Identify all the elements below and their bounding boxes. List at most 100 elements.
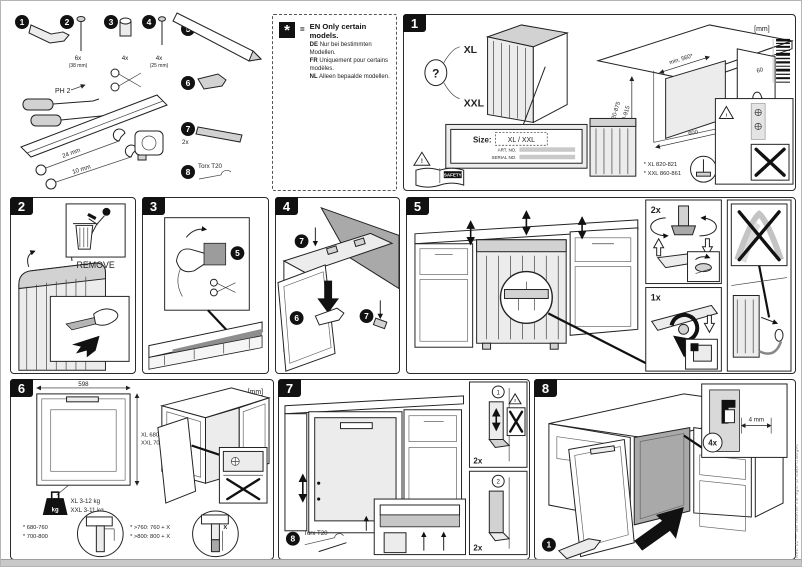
- remove-symbol: REMOVE: [65, 203, 126, 270]
- part-badge: 7: [186, 124, 191, 134]
- step-number-badge: 1: [403, 14, 426, 32]
- sequence-badge: 2: [497, 479, 501, 486]
- fixing-detail-inset: [218, 446, 268, 504]
- footnote-xl: * XL 820-821: [644, 162, 677, 168]
- equals-sign: =: [300, 25, 305, 34]
- parts-overview: 1 2 6x (38 mm) 3 4x 4 4x: [7, 7, 265, 193]
- front-door-panel: [277, 264, 336, 372]
- extension-note-2: * >800: 800 + X: [130, 534, 170, 540]
- built-in-dishwasher-small: [589, 117, 637, 177]
- bracket-icon: [195, 126, 243, 143]
- step-3-panel: 3 5: [142, 197, 269, 374]
- models-note-box: * = EN Only certain models. DE Nur bei b…: [272, 14, 397, 191]
- step-7-illustration: 8 Torx T20 1 ! 2x 2: [284, 381, 528, 556]
- foot-bolt: [678, 205, 690, 227]
- clip-gap-inset: 4 mm 4x: [701, 383, 788, 458]
- rear-foot-adjust-inset: 1x: [645, 287, 722, 372]
- part-badge: 8: [291, 534, 296, 544]
- step-number-badge: 2: [10, 197, 33, 215]
- door-handle: [66, 396, 99, 403]
- x-extension-label: X: [223, 525, 227, 531]
- rating-plate: Size: XL / XXL ART. NO. SERIAL NO.: [445, 123, 588, 169]
- part-7-brackets: 7 2x: [181, 122, 243, 146]
- step-5-illustration: 2x 1x: [414, 199, 792, 372]
- step-number-badge: 3: [142, 197, 165, 215]
- rotate-arrow: [650, 217, 669, 239]
- part-6-wedge: 6: [181, 73, 227, 90]
- part-badge: 3: [109, 17, 114, 27]
- part-badge: 6: [294, 313, 299, 323]
- hose-routing-inset: [726, 199, 792, 372]
- unit-label: [mm]: [248, 389, 263, 396]
- niche-dimensions-drawing: XL 820-875 XXL 860-915 min. 560* 600 131…: [589, 24, 794, 185]
- step-3-illustration: 5: [148, 217, 263, 370]
- panel-extension-inset: X: [192, 510, 239, 558]
- qty-label: 2x: [182, 139, 189, 146]
- door-weight-xl: XL 3-12 kg: [71, 498, 101, 505]
- size-field-label: Size:: [473, 135, 492, 144]
- motor-box-detail: [690, 343, 712, 362]
- fixing-bracket: [488, 490, 504, 534]
- niche-width: 600: [688, 129, 699, 137]
- note-text: Alleen bepaalde modellen.: [319, 74, 390, 81]
- part-badge: 1: [547, 540, 552, 550]
- up-arrow-outline: [652, 237, 665, 257]
- note-line-de: DE Nur bei bestimmten Modellen.: [310, 41, 390, 57]
- step-number-badge: 7: [278, 379, 301, 397]
- qty-label: 2x: [473, 544, 482, 553]
- step-1-illustration: ? XL XXL Size: XL / XXL ART. NO.: [413, 24, 794, 188]
- screw-icon: [76, 16, 86, 22]
- note-line-nl: NL Alleen bepaalde modellen.: [310, 73, 390, 81]
- wrench-detail: [694, 253, 712, 274]
- step-2-illustration: REMOVE: [18, 203, 130, 371]
- step-4-panel: 4 7 6 7: [275, 197, 400, 374]
- screwdriver-icon: [22, 98, 100, 111]
- note-line-fr: FR Uniquement pour certains modèles.: [310, 57, 390, 73]
- footnote-xxl: * XXL 860-861: [644, 171, 681, 177]
- note-lines: EN Only certain models. DE Nur bei besti…: [310, 22, 390, 81]
- step-7-panel: 7: [278, 379, 530, 560]
- part-2-screws-38mm: 2 6x (38 mm): [60, 15, 88, 69]
- door-width: 598: [78, 381, 89, 388]
- torx-label: Torx T20: [304, 530, 328, 537]
- part-badge: 2: [65, 17, 70, 27]
- step-8-panel: 8 1: [534, 379, 796, 560]
- safety-label: SAFETY: [444, 172, 462, 177]
- torx-key-icon: [198, 170, 232, 180]
- warning-triangle-icon: [413, 151, 431, 166]
- hose-hole: [774, 328, 784, 342]
- bracket-right: 7: [359, 300, 388, 330]
- xl-label: XL: [464, 45, 478, 56]
- step-8-illustration: 1 4 mm 4x: [541, 383, 788, 560]
- note-line-en: EN Only certain models.: [310, 22, 390, 41]
- strip-icon: [172, 12, 263, 62]
- size-field-value: XL / XXL: [508, 137, 535, 144]
- dishwasher-inserting: [476, 239, 567, 350]
- step-1-panel: 1 ? XL XXL Size: XL /: [403, 14, 796, 191]
- dishwasher-illustration: [485, 24, 569, 125]
- pointer-line: [191, 444, 222, 457]
- safety-booklet-icon: ! SAFETY: [413, 151, 465, 188]
- qty-label: 1x: [651, 292, 661, 302]
- unit-label: [mm]: [754, 26, 770, 33]
- worktop-edge: [148, 321, 263, 370]
- height-note-1: * 680-760: [23, 525, 48, 531]
- qty-label: 2x: [651, 205, 661, 215]
- parts-illustration: 1 2 6x (38 mm) 3 4x 4 4x: [15, 12, 263, 190]
- folding-rule-icon: [20, 94, 168, 158]
- part-badge: 7: [364, 311, 369, 321]
- step-4-illustration: 7 6 7: [277, 206, 399, 372]
- push-arrow: [634, 507, 684, 551]
- barcode-icon: [772, 38, 791, 83]
- extension-note-1: * >760: 760 + X: [130, 525, 170, 531]
- ph2-label: PH 2: [55, 88, 71, 95]
- door-height-xl: XL 680-760*: [141, 433, 174, 439]
- sequence-badge: 1: [497, 389, 501, 396]
- push-arrow: [760, 316, 779, 325]
- screw-warning-inset: !: [714, 98, 794, 185]
- lang-code: EN: [309, 22, 321, 31]
- qty-label: 2x: [473, 456, 482, 465]
- remove-label: REMOVE: [76, 260, 114, 270]
- gap-dimension: 4 mm: [749, 417, 764, 424]
